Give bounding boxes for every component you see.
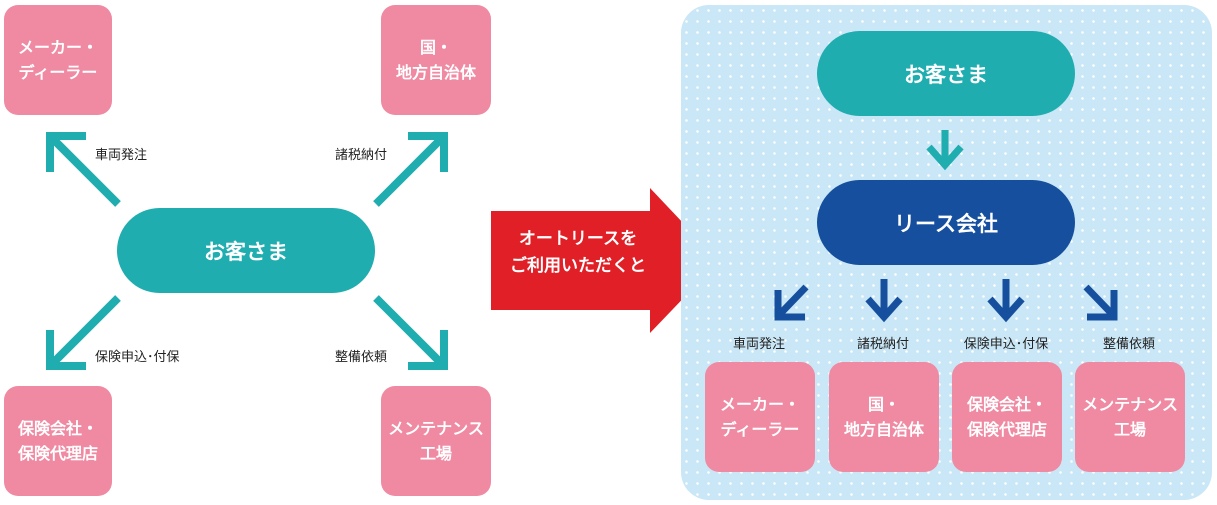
after-government-node: 国・ 地方自治体 <box>829 362 939 472</box>
lease-company-label: リース会社 <box>894 211 998 236</box>
after-label-tax-payment: 諸税納付 <box>856 337 909 352</box>
label-tax-payment: 諸税納付 <box>335 148 388 163</box>
maker-dealer-node: メーカー・ ディーラー <box>4 5 112 115</box>
customer-pill-after: お客さま <box>817 31 1075 116</box>
label-maintenance-request: 整備依頼 <box>335 350 388 365</box>
arrow-lease-to-insurance <box>987 279 1025 323</box>
maintenance-label: メンテナンス 工場 <box>388 419 484 463</box>
after-insurance-node: 保険会社・ 保険代理店 <box>952 362 1062 472</box>
arrow-to-maintenance <box>373 295 448 370</box>
customer-label-before: お客さま <box>204 239 288 264</box>
after-government-label: 国・ 地方自治体 <box>843 395 924 439</box>
customer-label-after: お客さま <box>904 62 988 87</box>
arrow-to-maker <box>46 132 121 207</box>
customer-pill-before: お客さま <box>117 208 375 293</box>
arrow-lease-to-maintenance <box>1083 284 1118 321</box>
insurance-label: 保険会社・ 保険代理店 <box>17 419 98 463</box>
arrow-to-insurance <box>46 295 121 370</box>
after-maker-dealer-label: メーカー・ ディーラー <box>719 395 800 439</box>
arrow-lease-to-maker <box>774 284 809 321</box>
after-label-vehicle-order: 車両発注 <box>732 337 785 352</box>
lease-company-pill: リース会社 <box>817 180 1075 265</box>
transition-arrow <box>491 188 719 333</box>
government-node: 国・ 地方自治体 <box>381 5 491 115</box>
arrow-customer-to-lease <box>926 130 964 171</box>
after-insurance-label: 保険会社・ 保険代理店 <box>966 395 1047 439</box>
label-vehicle-order: 車両発注 <box>95 148 148 163</box>
after-maintenance-node: メンテナンス 工場 <box>1075 362 1185 472</box>
insurance-node: 保険会社・ 保険代理店 <box>4 386 112 496</box>
maintenance-node: メンテナンス 工場 <box>381 386 491 496</box>
after-label-maintenance-request: 整備依頼 <box>1102 337 1155 352</box>
arrow-lease-to-government <box>865 279 903 323</box>
arrow-to-government <box>373 132 448 207</box>
after-label-insurance-application: 保険申込･付保 <box>963 337 1049 352</box>
maker-dealer-label: メーカー・ ディーラー <box>17 38 98 82</box>
after-maker-dealer-node: メーカー・ ディーラー <box>705 362 815 472</box>
transition-text: オートリースを ご利用いただくと <box>510 229 646 276</box>
government-label: 国・ 地方自治体 <box>395 38 476 82</box>
after-maintenance-label: メンテナンス 工場 <box>1082 395 1178 439</box>
label-insurance-application: 保険申込･付保 <box>95 350 180 365</box>
